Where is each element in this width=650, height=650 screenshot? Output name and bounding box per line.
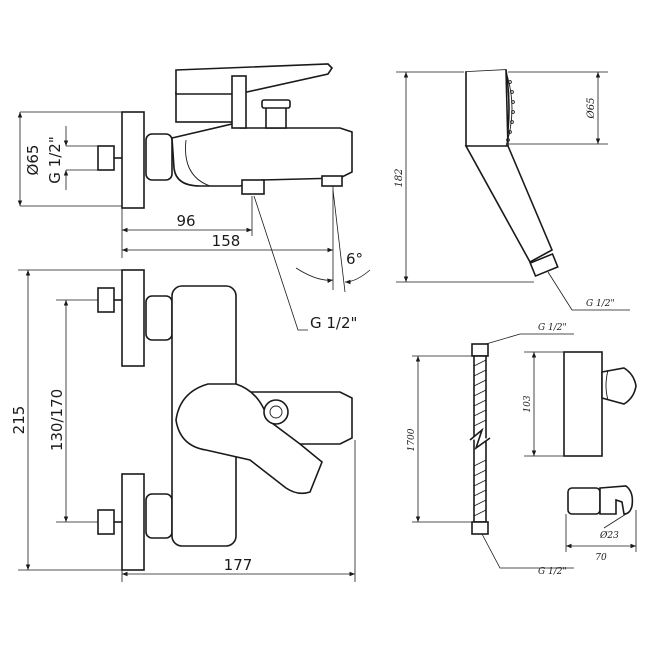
holder-dimensions: 103 Ø23 70 — [523, 351, 637, 563]
dim-158-label: 158 — [212, 232, 241, 250]
mixer-side-view — [97, 63, 353, 209]
outlet-thread-label: G 1/2" — [310, 314, 357, 332]
hose-thread-bottom-label: G 1/2" — [538, 567, 567, 577]
shower-hose — [469, 343, 491, 535]
angle-label: 6° — [346, 250, 363, 268]
width-177-label: 177 — [224, 556, 253, 574]
hose-length-label: 1700 — [407, 428, 417, 451]
side-dimensions: Ø65 G 1/2" 96 158 6° G 1/2" — [17, 111, 371, 332]
hose-dimensions: 1700 G 1/2" G 1/2" — [407, 323, 574, 577]
side-thread-label: G 1/2" — [46, 136, 64, 183]
side-diameter-label: Ø65 — [24, 145, 42, 176]
height-215-label: 215 — [10, 406, 28, 435]
shower-diameter-label: Ø65 — [586, 98, 597, 120]
centers-label: 130/170 — [48, 389, 66, 451]
mixer-front-view — [97, 269, 353, 571]
shower-holder — [563, 351, 637, 515]
shower-dimensions: 182 Ø65 G 1/2" — [394, 71, 630, 311]
shower-length-label: 182 — [394, 168, 405, 187]
holder-height-label: 103 — [523, 395, 533, 412]
shower-thread-label: G 1/2" — [586, 299, 615, 309]
holder-width-label: 70 — [595, 553, 607, 563]
dim-96-label: 96 — [176, 212, 195, 230]
hand-shower — [464, 69, 559, 278]
hose-thread-top-label: G 1/2" — [538, 323, 567, 333]
front-dimensions: 215 130/170 177 — [10, 269, 356, 582]
holder-diameter-label: Ø23 — [599, 530, 619, 541]
